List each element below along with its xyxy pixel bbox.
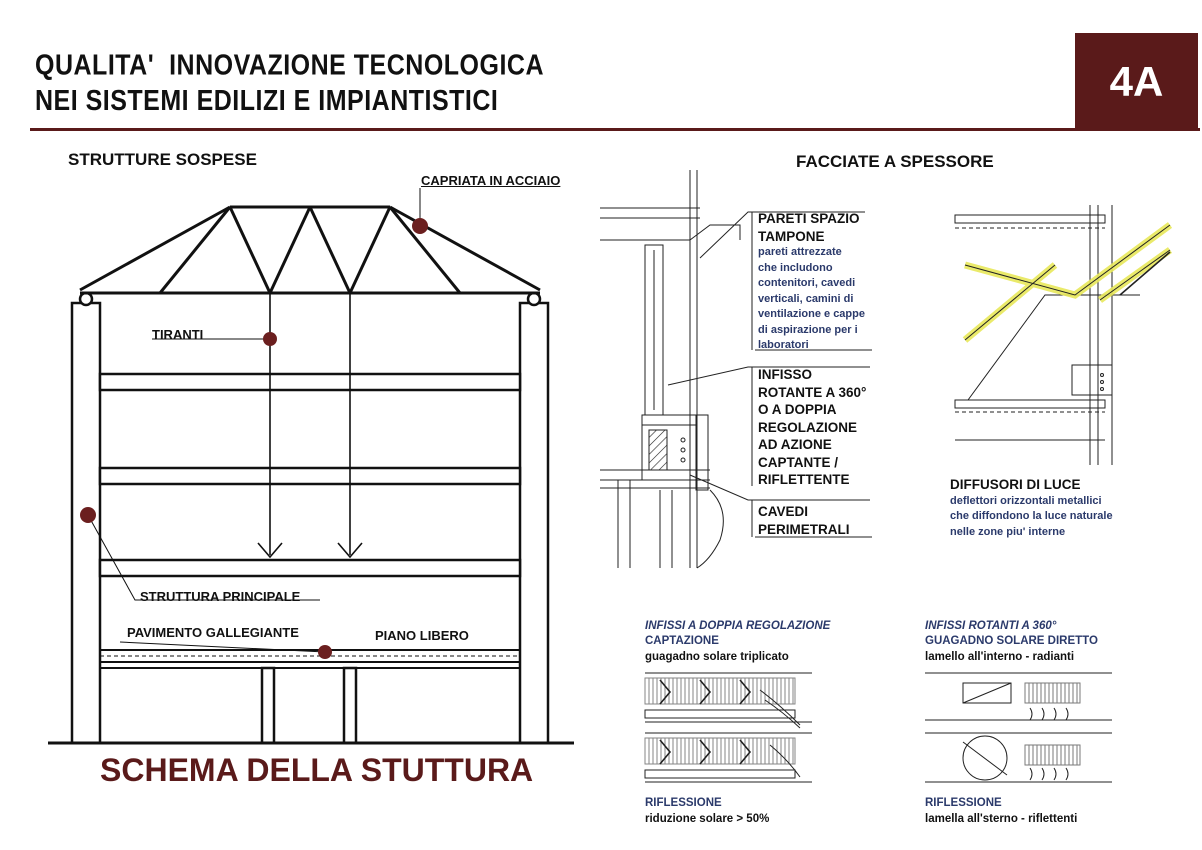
infisso-line-7: RIFLETTENTE: [758, 472, 850, 487]
page-title: QUALITA' INNOVAZIONE TECNOLOGICA NEI SIS…: [35, 48, 544, 119]
left-heading: STRUTTURE SOSPESE: [68, 150, 257, 169]
infisso-line-1: INFISSO: [758, 367, 813, 382]
light-rays: [962, 222, 1173, 343]
callout-dots: [80, 218, 428, 659]
label-ties: TIRANTI: [152, 327, 204, 342]
cavedi-block: CAVEDI PERIMETRALI: [758, 503, 850, 538]
infisso-block: INFISSO ROTANTE A 360° O A DOPPIA REGOLA…: [758, 366, 866, 489]
title-line-1: QUALITA' INNOVAZIONE TECNOLOGICA: [35, 49, 545, 82]
pareti-desc-4: verticali, camini di: [758, 292, 854, 305]
right-column: [518, 301, 550, 745]
infisso-line-3: O A DOPPIA: [758, 402, 837, 417]
cavedi-line-2: PERIMETRALI: [758, 521, 850, 537]
pareti-desc-2: che includono: [758, 261, 833, 274]
infisso-line-6: CAPTANTE /: [758, 454, 838, 470]
title-line-2: NEI SISTEMI EDILIZI E IMPIANTISTICI: [35, 84, 499, 117]
diffusori-desc-1: deflettori orizzontali metallici: [950, 494, 1102, 507]
pareti-block: PARETI SPAZIO TAMPONE pareti attrezzate …: [758, 210, 865, 354]
doppia-title: INFISSI A DOPPIA REGOLAZIONE: [645, 620, 831, 632]
label-floating-floor: PAVIMENTO GALLEGIANTE: [127, 625, 299, 640]
header-rule: [30, 128, 1200, 131]
left-column: [70, 301, 102, 745]
leader-lines: [87, 188, 421, 653]
label-free-floor: PIANO LIBERO: [375, 628, 469, 643]
pareti-desc-6: di aspirazione per i: [758, 323, 858, 336]
tie-rods: [257, 293, 363, 559]
structure-scheme: [48, 188, 574, 745]
truss-dot: [412, 218, 428, 234]
rotanti-title: INFISSI ROTANTI A 360°: [925, 620, 1057, 632]
label-main-structure: STRUTTURA PRINCIPALE: [140, 589, 301, 604]
section-badge: 4A: [1075, 33, 1198, 130]
diffusori-block: DIFFUSORI DI LUCE deflettori orizzontali…: [950, 476, 1113, 540]
right-pin: [526, 291, 542, 307]
steel-truss: [79, 205, 541, 295]
section-badge-label: 4A: [1109, 58, 1164, 105]
doppia-mode2: RIFLESSIONE: [645, 797, 722, 809]
doppia-mode2-desc: riduzione solare > 50%: [645, 813, 770, 825]
facade-section: [600, 170, 872, 569]
pareti-desc-1: pareti attrezzate: [758, 246, 842, 258]
structure-dot: [80, 507, 96, 523]
rotating-window-detail: [925, 672, 1112, 783]
diffusori-desc-2: che diffondono la luce naturale: [950, 510, 1113, 522]
floor-dot: [318, 645, 332, 659]
ties-dot: [263, 332, 277, 346]
right-heading: FACCIATE A SPESSORE: [796, 152, 994, 171]
infisso-line-4: REGOLAZIONE: [758, 419, 858, 435]
cavedi-line-1: CAVEDI: [758, 504, 809, 519]
pareti-desc-7: laboratori: [758, 339, 809, 351]
infisso-line-2: ROTANTE A 360°: [758, 384, 867, 400]
rotanti-mode2-desc: lamella all'sterno - riflettenti: [925, 813, 1078, 825]
pareti-title-1: PARETI SPAZIO: [758, 211, 860, 226]
infisso-line-5: AD AZIONE: [758, 437, 832, 452]
label-truss: CAPRIATA IN ACCIAIO: [421, 173, 561, 188]
diffusori-title: DIFFUSORI DI LUCE: [950, 477, 1081, 492]
pareti-title-2: TAMPONE: [758, 228, 825, 244]
scheme-caption: SCHEMA DELLA STUTTURA: [100, 752, 534, 788]
left-pin: [78, 291, 94, 307]
pareti-desc-3: contenitori, cavedi: [758, 277, 856, 289]
doppia-mode1: CAPTAZIONE: [645, 635, 719, 647]
rotanti-mode2: RIFLESSIONE: [925, 797, 1002, 809]
double-regulation-detail: [644, 672, 812, 783]
diffusori-desc-3: nelle zone piu' interne: [950, 525, 1066, 538]
floor-slabs: [98, 372, 522, 578]
light-diffuser-section: [954, 205, 1140, 465]
pareti-desc-5: ventilazione e cappe: [758, 308, 865, 320]
floating-floor: [100, 649, 520, 669]
rotanti-mode1-desc: lamello all'interno - radianti: [925, 651, 1075, 663]
rotanti-mode1: GUAGADNO SOLARE DIRETTO: [925, 635, 1098, 647]
doppia-mode1-desc: guagadno solare triplicato: [645, 651, 789, 663]
